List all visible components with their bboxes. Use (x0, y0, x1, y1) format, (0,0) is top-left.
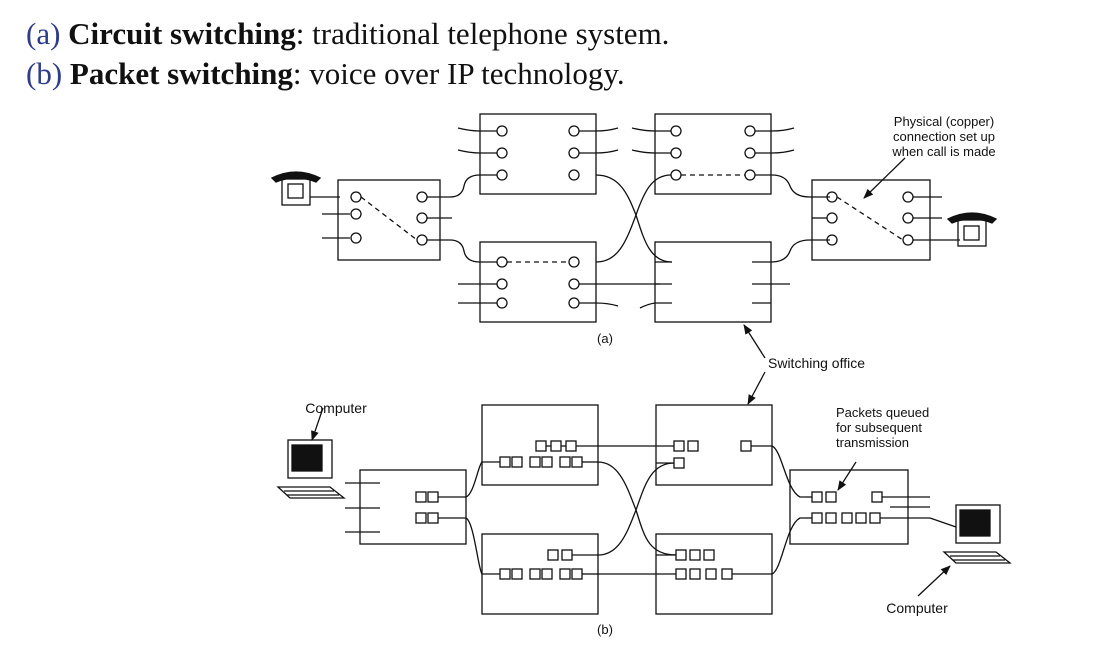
end-office-right (811, 179, 931, 261)
bullet-packet-switching: (b) Packet switching: voice over IP tech… (26, 54, 669, 94)
bullet-label: (b) (26, 56, 63, 91)
switching-office-tl (479, 113, 597, 195)
computer-label-right: Computer (886, 600, 948, 616)
bullet-label: (a) (26, 16, 61, 51)
physical-connection-note-line2: connection set up (893, 129, 995, 144)
switching-office-bl (479, 241, 597, 323)
end-office-left (337, 179, 441, 261)
bullet-text: : voice over IP technology. (292, 56, 625, 91)
physical-connection-note-line3: when call is made (891, 144, 995, 159)
packets-note-line3: transmission (836, 435, 909, 450)
physical-connection-note-line1: Physical (copper) (894, 114, 994, 129)
caption-b: (b) (597, 622, 613, 637)
switching-office-label: Switching office (768, 355, 865, 371)
router-tr (655, 404, 773, 486)
switching-office-tr (654, 113, 772, 195)
caption-a: (a) (597, 331, 613, 346)
telephone-icon (946, 212, 998, 247)
computer-icon (276, 439, 346, 499)
bullet-circuit-switching: (a) Circuit switching: traditional telep… (26, 14, 669, 54)
telephone-icon (270, 171, 340, 206)
packets-note-line2: for subsequent (836, 420, 922, 435)
router-left (359, 469, 467, 545)
bullet-term: Circuit switching (68, 16, 296, 51)
bullet-text: : traditional telephone system. (295, 16, 670, 51)
bullet-list: (a) Circuit switching: traditional telep… (26, 14, 669, 94)
router-tl (481, 404, 599, 486)
computer-label-left: Computer (305, 400, 367, 416)
bullet-term: Packet switching (69, 56, 293, 91)
computer-icon (929, 504, 1012, 564)
switching-office-br (654, 241, 772, 323)
packets-note-line1: Packets queued (836, 405, 929, 420)
